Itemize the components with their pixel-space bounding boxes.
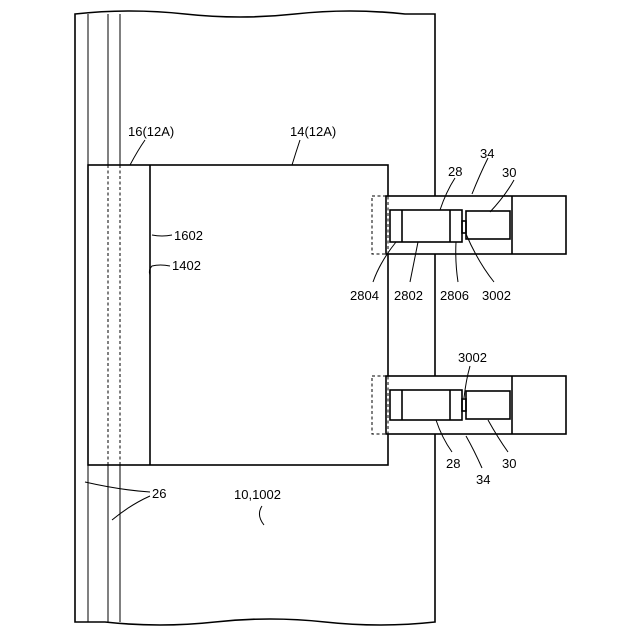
label-upper-30: 30 bbox=[502, 165, 516, 180]
label-upper-34: 34 bbox=[480, 146, 494, 161]
leader-26-a bbox=[85, 482, 150, 492]
leader-14 bbox=[292, 140, 300, 165]
label-1602: 1602 bbox=[174, 228, 203, 243]
label-lower-3002: 3002 bbox=[458, 350, 487, 365]
label-lower-30: 30 bbox=[502, 456, 516, 471]
leader-26-b bbox=[112, 496, 150, 520]
lower-unit-bg bbox=[386, 376, 566, 434]
component-14-bg bbox=[88, 165, 388, 465]
label-upper-2802: 2802 bbox=[394, 288, 423, 303]
label-1402: 1402 bbox=[172, 258, 201, 273]
leader-16 bbox=[130, 140, 145, 165]
leader-upper-34 bbox=[472, 158, 488, 194]
label-lower-34: 34 bbox=[476, 472, 490, 487]
label-upper-2804: 2804 bbox=[350, 288, 379, 303]
upper-unit-bg bbox=[386, 196, 566, 254]
leader-lower-34 bbox=[466, 436, 482, 468]
label-14: 14(12A) bbox=[290, 124, 336, 139]
leader-10 bbox=[259, 506, 264, 525]
label-upper-2806: 2806 bbox=[440, 288, 469, 303]
label-10: 10,1002 bbox=[234, 487, 281, 502]
label-upper-3002: 3002 bbox=[482, 288, 511, 303]
label-lower-28: 28 bbox=[446, 456, 460, 471]
label-upper-28: 28 bbox=[448, 164, 462, 179]
label-26: 26 bbox=[152, 486, 166, 501]
label-16: 16(12A) bbox=[128, 124, 174, 139]
